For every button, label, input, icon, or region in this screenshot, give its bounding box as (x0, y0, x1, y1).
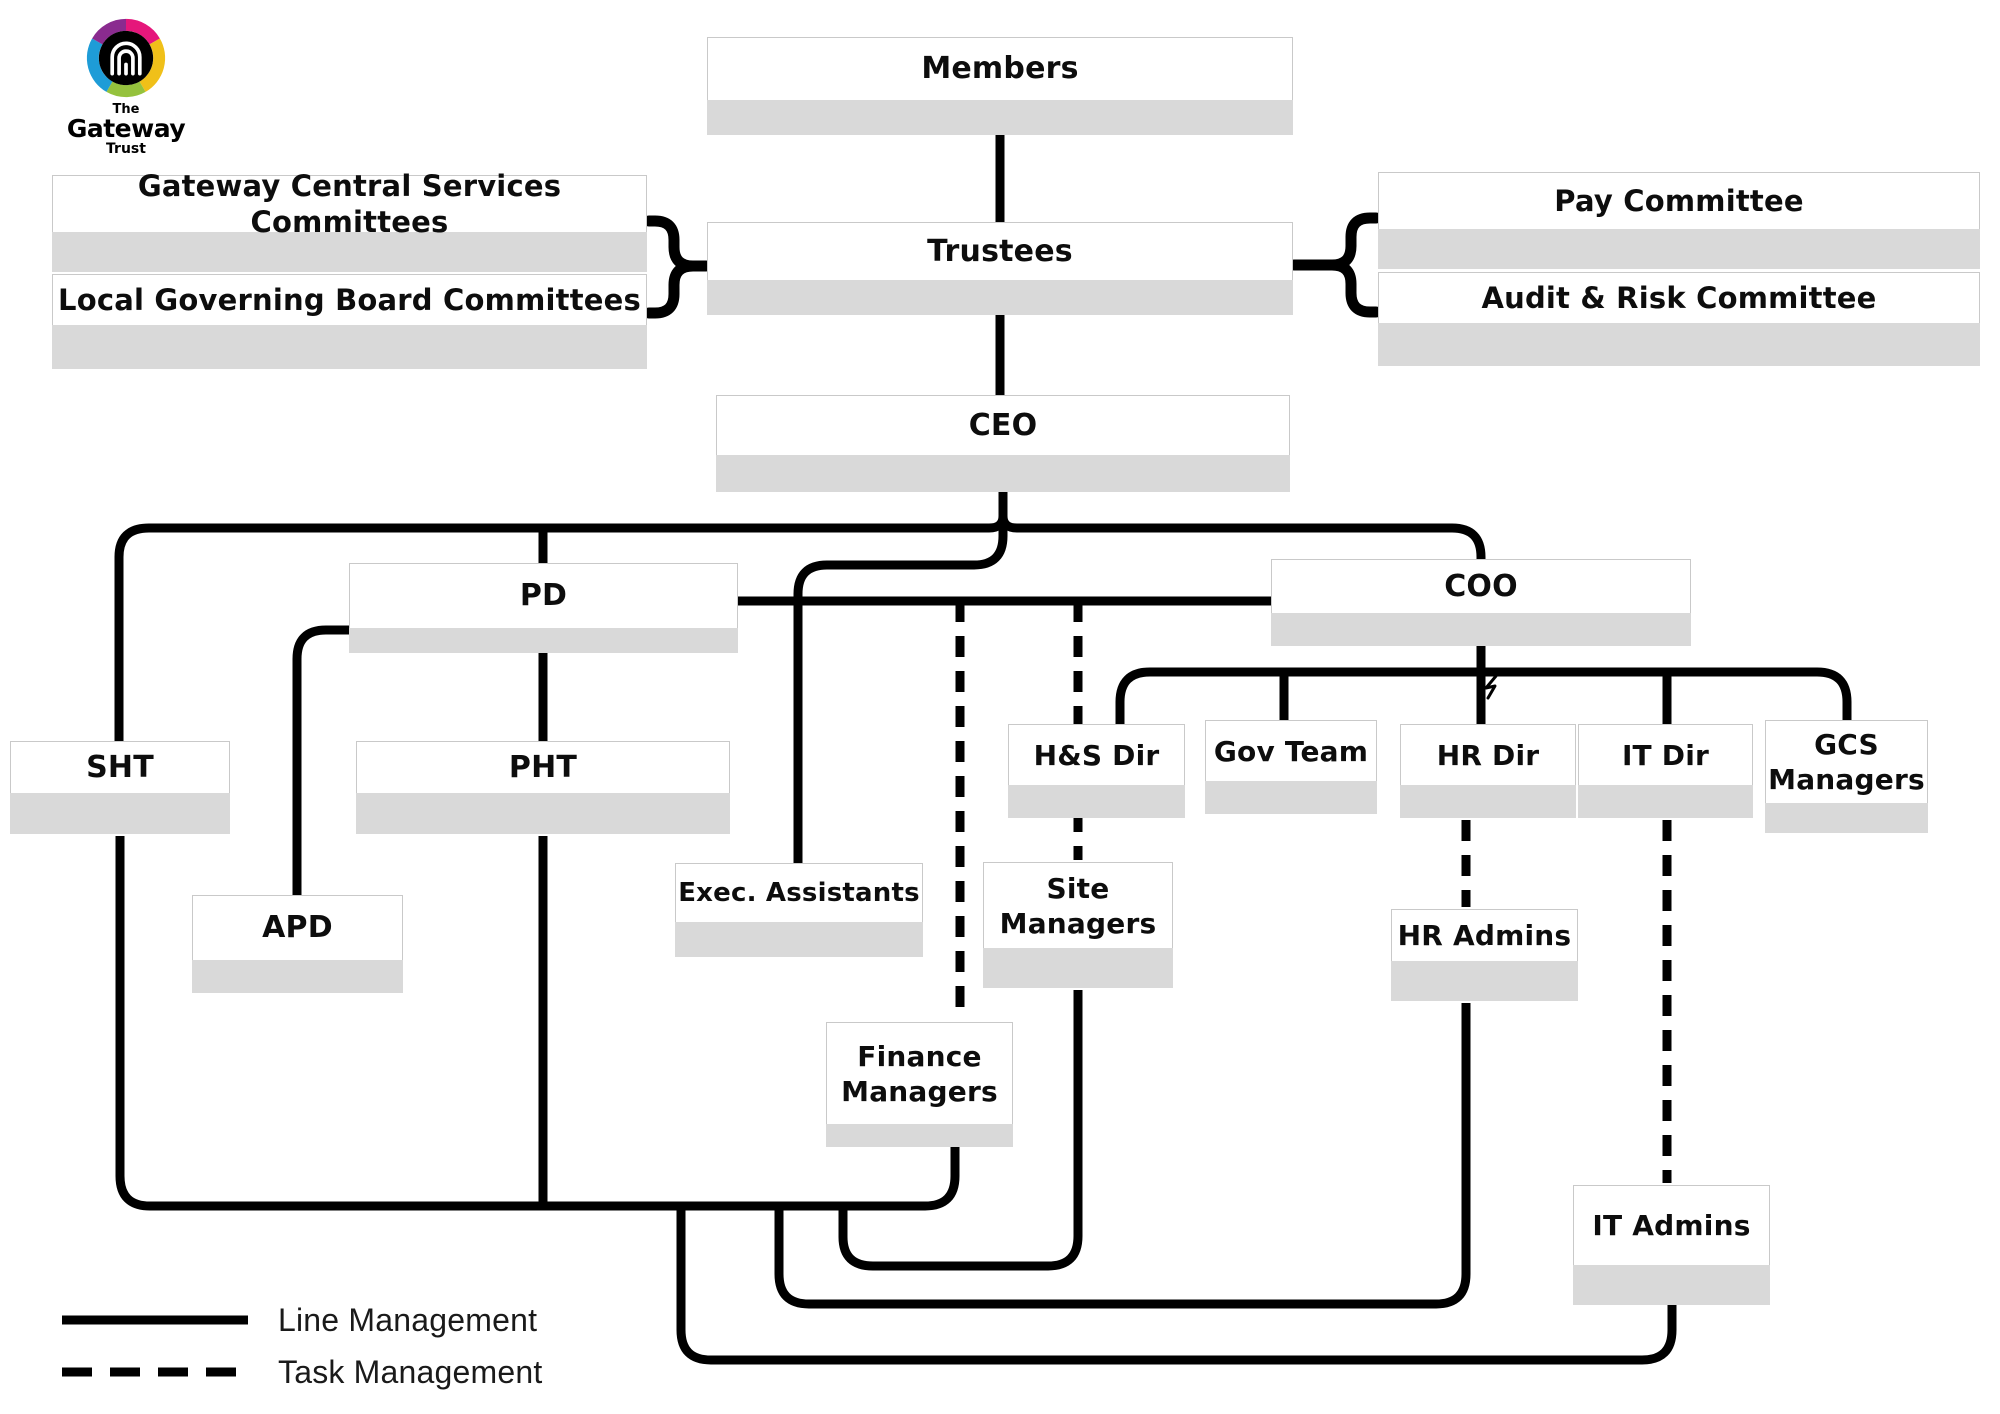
node-hr-admins: HR Admins (1391, 909, 1578, 1001)
node-gov-team: Gov Team (1205, 720, 1377, 814)
edge-busA-site-managers (838, 990, 1083, 1271)
node-hr-dir-strip (1400, 785, 1576, 818)
node-hs-dir-strip (1008, 785, 1185, 818)
node-coo-strip (1271, 613, 1691, 646)
node-hs-dir: H&S Dir (1008, 724, 1185, 818)
node-lgb-committees-strip (52, 325, 647, 369)
node-gcs-managers-label: GCS Managers (1765, 720, 1928, 803)
edge-busA-hr-admins (774, 1003, 1471, 1309)
gateway-trust-logo: The Gateway Trust (58, 12, 194, 157)
logo-text-gateway: Gateway (66, 114, 186, 143)
edge-coo-bus (1115, 667, 1852, 727)
node-pd: PD (349, 563, 738, 653)
edge-ceo-coo (998, 515, 1486, 562)
node-it-dir: IT Dir (1578, 724, 1753, 818)
node-lgb-committees-label: Local Governing Board Committees (52, 274, 647, 325)
node-pd-label: PD (349, 563, 738, 628)
node-ceo: CEO (716, 395, 1290, 492)
node-site-managers: Site Managers (983, 862, 1173, 988)
node-pht-label: PHT (356, 741, 730, 793)
node-sht-strip (10, 793, 230, 834)
node-hs-dir-label: H&S Dir (1008, 724, 1185, 785)
node-it-dir-strip (1578, 785, 1753, 818)
brace-left-committees (643, 215, 712, 272)
node-pay-committee-strip (1378, 229, 1980, 269)
node-gov-team-label: Gov Team (1205, 720, 1377, 781)
node-site-managers-label: Site Managers (983, 862, 1173, 948)
edge-pd-apd (292, 625, 352, 900)
node-pay-committee: Pay Committee (1378, 172, 1980, 269)
node-site-managers-strip (983, 948, 1173, 988)
node-it-dir-label: IT Dir (1578, 724, 1753, 785)
node-finance-managers-strip (826, 1124, 1013, 1147)
node-gov-team-strip (1205, 781, 1377, 814)
node-hr-admins-label: HR Admins (1391, 909, 1578, 961)
node-ceo-label: CEO (716, 395, 1290, 455)
node-members-label: Members (707, 37, 1293, 100)
node-exec-assistants-label: Exec. Assistants (675, 863, 923, 922)
node-audit-risk-committee-strip (1378, 323, 1980, 366)
node-gcs-committees-strip (52, 232, 647, 272)
node-sht-label: SHT (10, 741, 230, 793)
node-apd-label: APD (192, 895, 403, 960)
node-sht: SHT (10, 741, 230, 834)
node-members-strip (707, 100, 1293, 135)
node-coo: COO (1271, 559, 1691, 646)
node-hr-admins-strip (1391, 961, 1578, 1001)
gateway-trust-logo-icon (86, 18, 166, 98)
node-it-admins-strip (1573, 1265, 1770, 1305)
logo-text-the: The (112, 102, 140, 117)
node-members: Members (707, 37, 1293, 135)
node-hr-dir-label: HR Dir (1400, 724, 1576, 785)
node-trustees: Trustees (707, 222, 1293, 315)
node-finance-managers: Finance Managers (826, 1022, 1013, 1147)
node-exec-assistants: Exec. Assistants (675, 863, 923, 957)
node-trustees-label: Trustees (707, 222, 1293, 280)
edge-ceo-exec-assistants (793, 490, 1008, 868)
node-apd-strip (192, 960, 403, 993)
node-finance-managers-label: Finance Managers (826, 1022, 1013, 1124)
node-local-governing-board-committees: Local Governing Board Committees (52, 274, 647, 369)
brace-left-committees-lower (643, 260, 699, 319)
node-it-admins: IT Admins (1573, 1185, 1770, 1305)
node-exec-assistants-strip (675, 922, 923, 957)
brace-right-committees (1288, 212, 1382, 271)
legend-task-management-label: Task Management (278, 1353, 543, 1390)
node-apd: APD (192, 895, 403, 993)
node-gcs-committees-label: Gateway Central Services Committees (52, 169, 647, 239)
node-gateway-central-services-committees: Gateway Central Services Committees (52, 169, 647, 272)
node-pht: PHT (356, 741, 730, 834)
node-trustees-strip (707, 280, 1293, 315)
node-audit-risk-committee-label: Audit & Risk Committee (1378, 272, 1980, 323)
node-pht-strip (356, 793, 730, 834)
edge-busA-it-admins (676, 1206, 1677, 1365)
node-ceo-strip (716, 455, 1290, 492)
node-pay-committee-label: Pay Committee (1378, 172, 1980, 229)
brace-right-committees-lower (1326, 259, 1382, 318)
edge-bottom-busA (115, 836, 960, 1211)
node-it-admins-label: IT Admins (1573, 1185, 1770, 1265)
legend-line-management-label: Line Management (278, 1301, 538, 1338)
node-gcs-managers-strip (1765, 803, 1928, 833)
node-audit-risk-committee: Audit & Risk Committee (1378, 272, 1980, 366)
node-coo-label: COO (1271, 559, 1691, 613)
artifact-squiggle (1484, 674, 1498, 700)
node-hr-dir: HR Dir (1400, 724, 1576, 818)
node-pd-strip (349, 628, 738, 653)
logo-text-trust: Trust (106, 141, 146, 157)
node-gcs-managers: GCS Managers (1765, 720, 1928, 833)
